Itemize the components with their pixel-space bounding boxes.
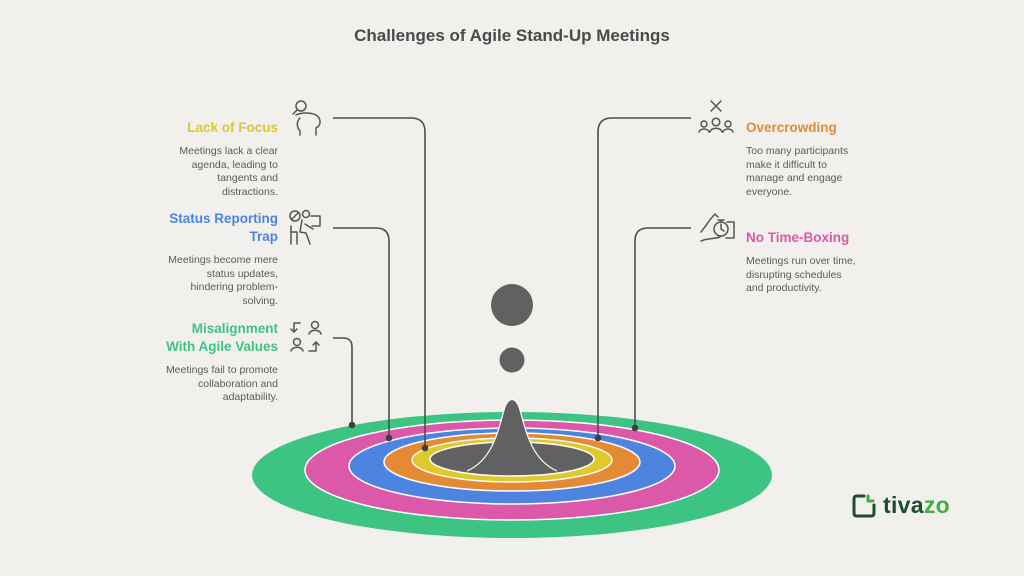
- item-description: Too many participants make it difficult …: [746, 145, 849, 198]
- item-heading: No Time-Boxing: [746, 230, 850, 245]
- item-description: Meetings lack a clear agenda, leading to…: [179, 145, 278, 198]
- item-status-reporting-trap: Status Reporting Trap Meetings become me…: [118, 210, 278, 308]
- person-at-desk-blocked-icon: [289, 209, 321, 245]
- item-overcrowding: Overcrowding Too many participants make …: [746, 119, 896, 199]
- item-heading: Overcrowding: [746, 120, 837, 135]
- crowd-cross-icon: [698, 100, 734, 133]
- diagram-title: Challenges of Agile Stand-Up Meetings: [354, 26, 670, 45]
- droplet-large: [491, 284, 533, 326]
- item-heading: Misalignment With Agile Values: [166, 321, 278, 354]
- item-heading: Lack of Focus: [187, 120, 278, 135]
- connector-status-reporting: [333, 227, 390, 437]
- item-description: Meetings fail to promote collaboration a…: [165, 364, 278, 403]
- dot-status-reporting: [385, 434, 393, 442]
- item-description: Meetings become mere status updates, hin…: [168, 254, 278, 307]
- item-lack-of-focus: Lack of Focus Meetings lack a clear agen…: [138, 119, 278, 199]
- connector-no-time-boxing: [634, 227, 691, 427]
- dot-misalignment: [348, 421, 356, 429]
- connector-dots: [348, 421, 639, 452]
- dot-lack-of-focus: [421, 444, 429, 452]
- connectors: [333, 117, 691, 447]
- connector-overcrowding: [597, 117, 691, 437]
- item-heading: Status Reporting Trap: [169, 211, 278, 244]
- item-misalignment: Misalignment With Agile Values Meetings …: [98, 320, 278, 405]
- item-description: Meetings run over time, disrupting sched…: [746, 255, 856, 294]
- droplet-small: [499, 347, 525, 373]
- logo-mark-icon: [852, 494, 876, 517]
- item-no-time-boxing: No Time-Boxing Meetings run over time, d…: [746, 229, 896, 296]
- people-exchange-icon: [290, 320, 322, 352]
- head-search-icon: [292, 100, 321, 136]
- dot-no-time-boxing: [631, 424, 639, 432]
- splash-peak: [468, 399, 556, 470]
- logo-text: tivazo: [883, 492, 950, 518]
- hand-stopwatch-icon: [700, 213, 735, 242]
- connector-misalignment: [333, 337, 353, 424]
- dot-overcrowding: [594, 434, 602, 442]
- tivazo-logo: tivazo: [852, 492, 950, 519]
- splash-peak-highlight: [466, 398, 558, 472]
- connector-lack-of-focus: [333, 117, 426, 447]
